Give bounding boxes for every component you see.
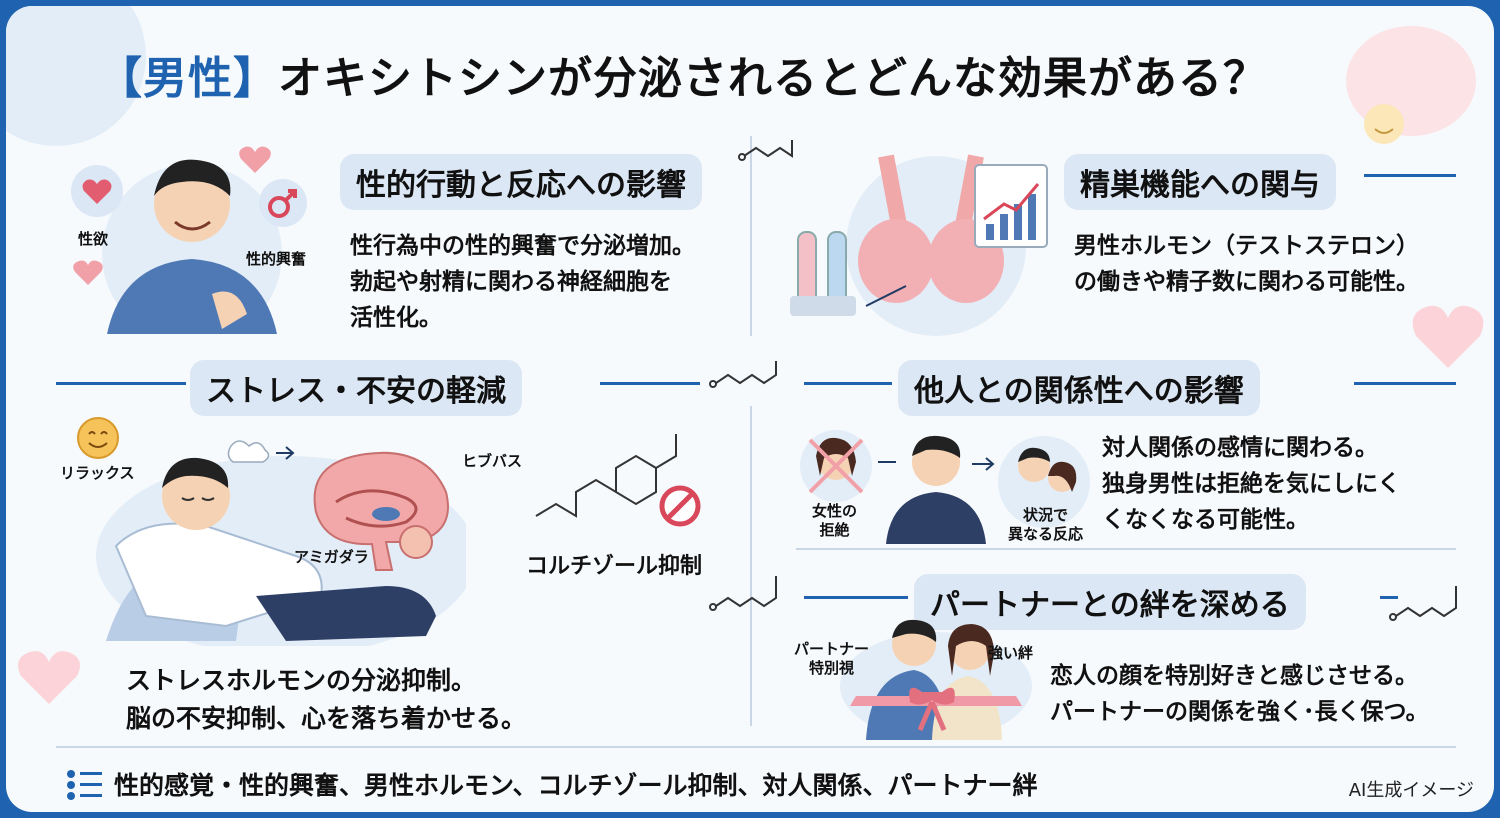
heart-icon: [239, 146, 271, 173]
heading-rule: [600, 382, 700, 385]
smiley-icon: [1364, 104, 1404, 144]
infographic-frame: 【男性】オキシトシンが分泌されるとどんな効果がある？ 性欲 性的興奮 性的行動と…: [6, 6, 1494, 812]
text-line: 独身男性は拒絶を気にしにく: [1102, 471, 1401, 497]
divider-footer: [56, 746, 1456, 748]
label-line: 拒絶: [819, 521, 850, 539]
heading-testis: 精巣機能への関与: [1064, 154, 1336, 210]
footer-summary: 性的感覚・性的興奮、男性ホルモン、コルチゾール抑制、対人関係、パートナー絆: [114, 771, 1038, 800]
title-main: オキシトシンが分泌されるとどんな効果がある？: [278, 53, 1268, 104]
molecule-icon: [738, 140, 793, 161]
label-line: パートナー: [794, 640, 870, 658]
text-line: 性行為中の性的興奮で分泌増加。: [350, 233, 695, 259]
heading-rule: [804, 382, 892, 385]
male-symbol-icon: [259, 179, 307, 227]
arrow-right-icon: [276, 446, 295, 460]
text-testis: 男性ホルモン（テストステロン） の働きや精子数に関わる可能性。: [1074, 228, 1419, 300]
divider-vertical-bottom: [750, 406, 752, 726]
label-rejection: 女性の 拒絶: [812, 502, 857, 540]
molecule-icon: [709, 361, 777, 388]
relationship-illustration: [800, 430, 1090, 544]
label-relax: リラックス: [60, 464, 135, 482]
text-sexual: 性行為中の性的興奮で分泌増加。 勃起や射精に関わる神経細胞を 活性化。: [350, 228, 695, 336]
text-line: くなくなる可能性。: [1102, 507, 1309, 533]
text-partner: 恋人の顔を特別好きと感じさせる。 パートナーの関係を強く･長く保つ。: [1050, 658, 1429, 730]
label-line: 特別視: [809, 659, 855, 677]
heart-icon: [1412, 305, 1484, 368]
molecule-icon: [1389, 586, 1457, 621]
text-line: 活性化。: [350, 305, 442, 331]
text-line: の働きや精子数に関わる可能性。: [1074, 269, 1419, 295]
page-title: 【男性】オキシトシンが分泌されるとどんな効果がある？: [98, 42, 1268, 106]
text-line: 男性ホルモン（テストステロン）: [1074, 233, 1419, 259]
text-line: ストレスホルモンの分泌抑制。: [126, 666, 477, 695]
heading-rule: [1354, 382, 1456, 385]
label-partner-special: パートナー 特別視: [794, 640, 869, 678]
text-line: 脳の不安抑制、心を落ち着かせる。: [126, 704, 527, 733]
text-line: パートナーの関係を強く･長く保つ。: [1050, 699, 1429, 725]
label-hippocampus: ヒブバス: [462, 452, 523, 470]
label-cortisol-suppression: コルチゾール抑制: [526, 554, 703, 579]
brain-illustration: [313, 451, 449, 571]
heart-bubble-icon: [71, 165, 123, 217]
heading-rule: [56, 382, 186, 385]
title-bracket: 【男性】: [98, 53, 278, 104]
heading-stress: ストレス・不安の軽減: [190, 360, 522, 416]
text-stress: ストレスホルモンの分泌抑制。 脳の不安抑制、心を落ち着かせる。: [126, 662, 526, 738]
text-relation: 対人関係の感情に関わる。 独身男性は拒絶を気にしにく くなくなる可能性。: [1102, 430, 1401, 538]
label-line: 異なる反応: [1008, 525, 1084, 543]
smiley-icon: [77, 417, 119, 459]
growth-chart-icon: [974, 164, 1048, 248]
label-strong-bond: 強い絆: [988, 644, 1034, 662]
label-arousal: 性的興奮: [246, 250, 307, 268]
divider-horizontal-right: [796, 548, 1456, 550]
cortisol-molecule-icon: [535, 434, 701, 527]
divider-vertical-top: [750, 136, 752, 336]
heading-sexual: 性的行動と反応への影響: [340, 154, 702, 210]
text-line: 勃起や射精に関わる神経細胞を: [350, 269, 672, 295]
molecule-icon: [709, 576, 777, 611]
heart-icon: [18, 651, 80, 704]
text-line: 恋人の顔を特別好きと感じさせる。: [1050, 663, 1418, 689]
label-amygdala: アミガダラ: [294, 548, 369, 566]
label-situational-response: 状況で 異なる反応: [1008, 506, 1083, 544]
heading-partner: パートナーとの絆を深める: [914, 574, 1306, 630]
label-libido: 性欲: [78, 230, 109, 248]
checklist-icon: [67, 770, 102, 800]
label-line: 状況で: [1023, 506, 1069, 524]
heading-rule: [1380, 596, 1398, 599]
man-smiling-illustration: [102, 159, 282, 334]
heading-rule: [804, 596, 908, 599]
couple-illustration: [840, 619, 1032, 740]
ai-credit: AI生成イメージ: [1348, 780, 1474, 801]
heading-rule: [1364, 174, 1456, 177]
heading-relation: 他人との関係性への影響: [898, 360, 1260, 416]
heart-icon: [73, 260, 103, 285]
label-line: 女性の: [812, 502, 858, 520]
text-line: 対人関係の感情に関わる。: [1102, 435, 1378, 461]
